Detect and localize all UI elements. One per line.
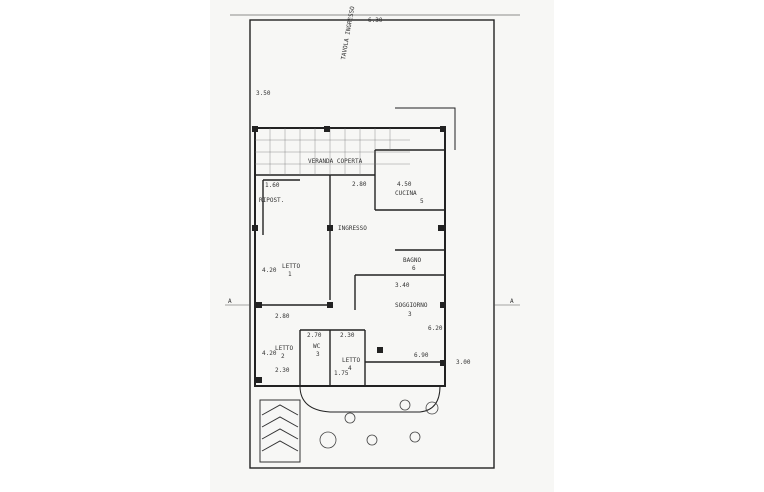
dim-4: 4.20 [262,267,277,274]
room-bagno: BAGNO [403,257,421,264]
entrance-hatching [259,399,301,463]
room-letto-3-num: 4 [348,365,352,372]
room-ripost: RIPOST. [259,197,284,204]
room-soggiorno-num: 3 [408,311,412,318]
dim-1: 1.60 [265,182,280,189]
room-bagno-num: 6 [412,265,416,272]
room-ingresso: INGRESSO [338,225,367,232]
dim-6: 2.80 [275,313,290,320]
room-letto-2: LETTO [275,345,293,352]
room-letto-1-num: 1 [288,271,292,278]
annotation: TAVOLA INGRESSO [340,5,356,60]
dim-12: 4.20 [262,350,277,357]
room-soggiorno: SOGGIORNO [395,302,428,309]
veranda-grid [255,128,410,175]
room-letto-1: LETTO [282,263,300,270]
paper-sheet [210,0,554,492]
dim-7: 2.30 [275,367,290,374]
dim-14: 1.75 [334,370,349,377]
section-mark-left: A [228,298,232,305]
room-cucina-num: 5 [420,198,424,205]
dim-9: 2.30 [340,332,355,339]
room-cucina: CUCINA [395,190,417,197]
plot-boundary [249,19,495,469]
dim-top: 6.30 [368,17,383,24]
pillars [252,126,446,383]
room-wc: WC [313,343,321,350]
house-outline [254,127,446,387]
room-letto-3: LETTO [342,357,360,364]
dim-3: 4.50 [397,181,412,188]
dim-2: 2.80 [352,181,367,188]
dim-11: 3.00 [456,359,471,366]
garden-plants [319,399,439,449]
room-letto-2-num: 2 [281,353,285,360]
dim-10: 6.90 [414,352,429,359]
dim-left-top: 3.50 [256,90,271,97]
dim-8: 2.70 [307,332,322,339]
room-wc-num: 3 [316,351,320,358]
section-mark-right: A [510,298,514,305]
room-veranda: VERANDA COPERTA [308,158,363,165]
dim-5: 3.40 [395,282,410,289]
dim-13: 6.20 [428,325,443,332]
